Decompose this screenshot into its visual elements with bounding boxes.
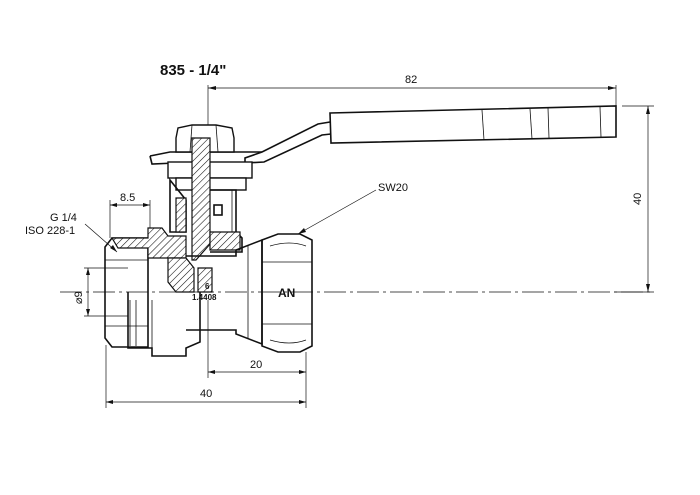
dimension-overall-length: 40 xyxy=(105,345,307,408)
dimension-bore: ⌀9 xyxy=(73,267,128,317)
stem-assembly xyxy=(167,124,253,261)
dimension-handle-length: 82 xyxy=(207,74,617,132)
valve-body: AN 6 1.4408 xyxy=(104,227,313,357)
height-label: 40 xyxy=(632,193,644,205)
thread-spec-g: G 1/4 xyxy=(50,212,77,224)
thread-spec-iso: ISO 228-1 xyxy=(25,225,75,237)
stamp-pressure: 6 xyxy=(205,282,210,291)
handle-length-label: 82 xyxy=(405,74,417,86)
bore-diameter-label: ⌀9 xyxy=(73,291,85,304)
drawing-title: 835 - 1/4" xyxy=(160,62,226,79)
thread-length-label: 8.5 xyxy=(120,192,135,204)
dimension-height: 40 xyxy=(614,105,654,293)
dimension-thread-length: 8.5 xyxy=(109,192,151,238)
wrench-size-callout: SW20 xyxy=(297,182,408,235)
overall-length-label: 40 xyxy=(200,388,212,400)
stamp-material: 1.4408 xyxy=(192,293,217,302)
body-mark: AN xyxy=(278,286,295,300)
wrench-size-label: SW20 xyxy=(378,182,408,194)
dimension-half-length: 20 xyxy=(207,300,307,378)
half-length-label: 20 xyxy=(250,359,262,371)
thread-spec-callout: G 1/4 ISO 228-1 xyxy=(25,212,118,253)
